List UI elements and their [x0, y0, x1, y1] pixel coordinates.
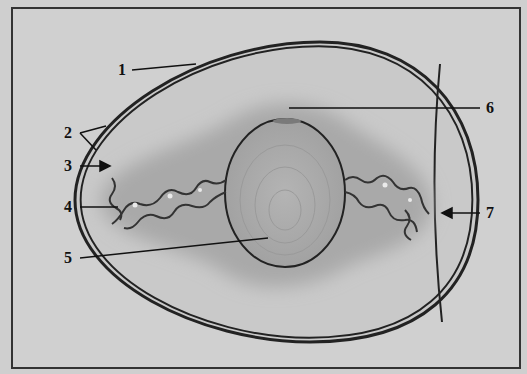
- callout-number: 3: [64, 158, 72, 174]
- leader-lines: [80, 64, 480, 258]
- callout-number: 4: [64, 199, 72, 215]
- chalaza-highlights: [133, 183, 413, 208]
- thick-albumen: [100, 104, 432, 287]
- yolk: [225, 119, 345, 267]
- blastodisc: [273, 118, 301, 124]
- shell: [75, 42, 478, 342]
- callout-number: 5: [64, 250, 72, 266]
- shell-membrane: [81, 46, 473, 338]
- chalazae: [110, 176, 429, 240]
- callout-number: 7: [486, 205, 494, 221]
- frame: [12, 8, 520, 368]
- callout-number: 2: [64, 125, 72, 141]
- air-cell-membrane: [434, 64, 442, 322]
- callout-number: 6: [486, 100, 494, 116]
- yolk-rings: [240, 145, 330, 255]
- callout-number: 1: [118, 62, 126, 78]
